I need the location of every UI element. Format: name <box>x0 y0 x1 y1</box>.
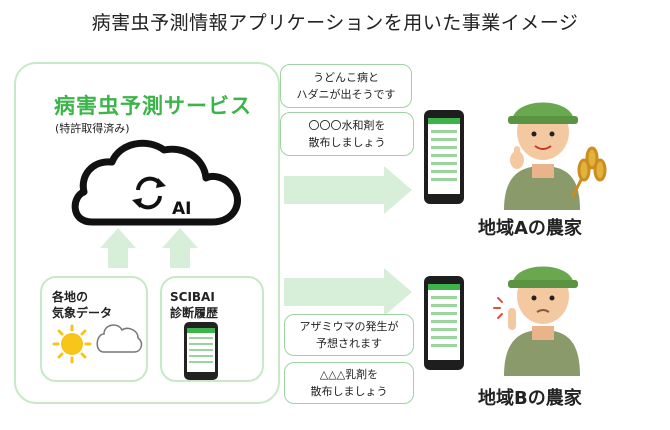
service-title: 病害虫予測サービス <box>54 94 252 118</box>
speech-bubble-b-pest: アザミウマの発生が 予想されます <box>284 314 414 356</box>
bubble-text-line1: アザミウマの発生が <box>299 320 399 333</box>
ai-label: AI <box>172 199 191 219</box>
phone-icon-farmer-a <box>424 110 464 204</box>
up-arrow-weather <box>100 228 136 268</box>
cloud-ai-icon: AI <box>71 139 241 226</box>
bubble-text-line2: 散布しましょう <box>308 136 386 149</box>
page-title: 病害虫予測情報アプリケーションを用いた事業イメージ <box>91 12 579 34</box>
farmer-b-illustration <box>493 266 580 376</box>
sparkle-icon <box>493 297 503 319</box>
weather-label-line2: 気象データ <box>52 306 113 320</box>
bubble-text-line2: 散布しましょう <box>310 385 388 398</box>
cloud-icon <box>96 324 143 353</box>
patent-note: (特許取得済み) <box>55 122 130 135</box>
bubble-text-line1: 〇〇〇水和剤を <box>308 119 386 132</box>
history-label-line1: SCIBAI <box>170 290 215 304</box>
up-arrow-history <box>162 228 198 268</box>
bubble-text-line2: ハダニが出そうです <box>296 88 396 101</box>
history-label-line2: 診断履歴 <box>170 306 219 320</box>
phone-icon-history <box>184 322 218 380</box>
bubble-text-line2: 予想されます <box>316 337 382 350</box>
right-arrow-a <box>284 166 412 214</box>
bubble-text-line1: △△△乳剤を <box>319 368 379 381</box>
farmer-a-label: 地域Aの農家 <box>478 218 582 239</box>
sun-icon <box>52 324 92 364</box>
weather-label-line1: 各地の <box>52 290 89 304</box>
speech-bubble-b-advice: △△△乳剤を 散布しましょう <box>284 362 414 404</box>
farmer-b-label: 地域Bの農家 <box>478 388 582 409</box>
speech-bubble-a-disease: うどんこ病と ハダニが出そうです <box>280 64 412 108</box>
rice-plant-icon <box>570 146 607 199</box>
farmer-a-illustration <box>504 102 607 210</box>
bubble-text-line1: うどんこ病と <box>313 71 379 84</box>
phone-icon-farmer-b <box>424 276 464 370</box>
right-arrow-b <box>284 268 412 316</box>
speech-bubble-a-advice: 〇〇〇水和剤を 散布しましょう <box>280 112 414 156</box>
